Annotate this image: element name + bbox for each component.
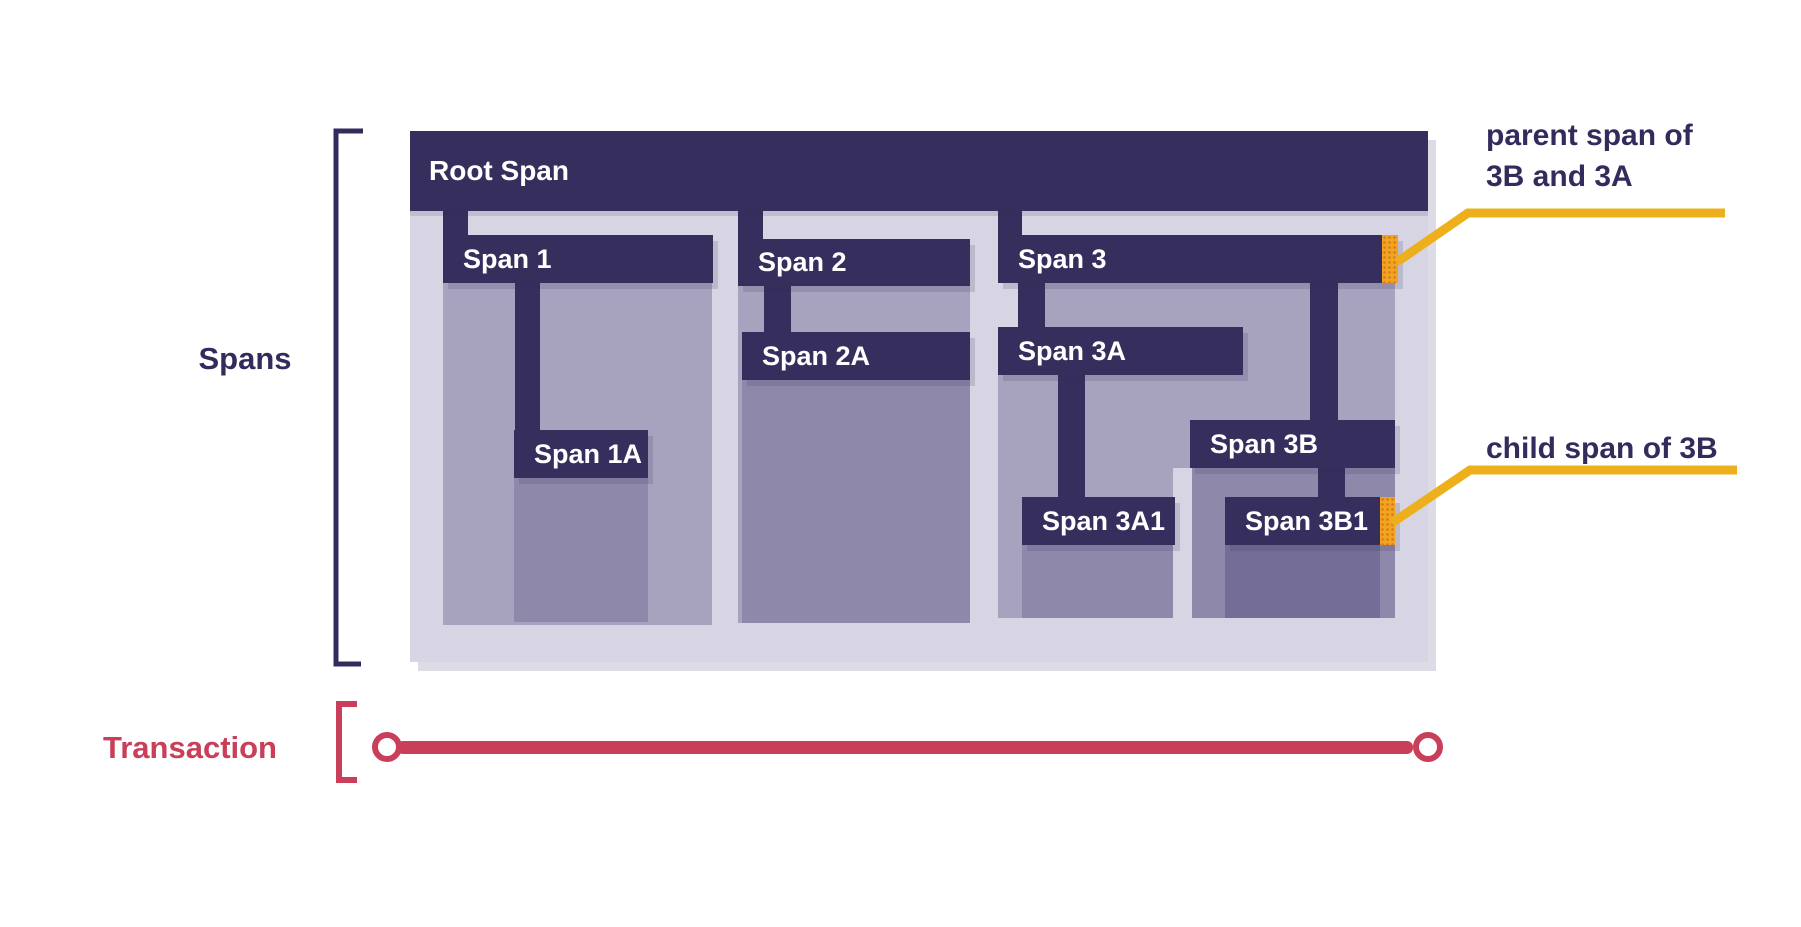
span-bar-span3a1: Span 3A1 [1022,497,1175,545]
span-label-span1a: Span 1A [534,438,643,469]
parent-callout-line [1394,208,1725,266]
connector-span3-to-span3b [1310,283,1338,422]
connector-span3-to-span3a [1018,283,1045,329]
span-bar-span1a: Span 1A [514,430,648,478]
annotation-child-span: child span of 3B [1486,432,1718,465]
span-bar-span3b: Span 3B [1190,420,1395,468]
child-callout-line [1389,465,1737,527]
transaction-timeline [397,741,1413,754]
span-label-span2a: Span 2A [762,340,871,371]
span-label-span2: Span 2 [758,247,847,277]
span-bar-span2: Span 2 [738,239,970,286]
transaction-start-marker [372,732,402,762]
connector-span3b-to-span3b1 [1318,468,1345,499]
span-label-root: Root Span [429,155,569,186]
transaction-end-marker [1413,732,1443,762]
annotation-parent-span: parent span of 3B and 3A [1486,115,1693,197]
span-bar-span3b1: Span 3B1 [1225,497,1395,545]
duration-span-2a [742,334,970,623]
highlight-marker-span3 [1382,235,1398,283]
connector-span1-to-span1a [515,283,540,432]
span-bar-span3: Span 3 [998,235,1398,283]
span-bar-span2a: Span 2A [742,332,970,380]
highlight-marker-span3b1 [1380,497,1395,545]
span-label-span3b: Span 3B [1210,428,1319,459]
transaction-section-label: Transaction [103,730,277,765]
span-bar-span3a: Span 3A [998,327,1243,375]
span-label-span3: Span 3 [1018,243,1107,274]
annotation-parent-line2: 3B and 3A [1486,160,1633,193]
connector-root-to-span3 [998,211,1022,237]
span-bar-root: Root Span [410,131,1428,211]
trace-container: Root Span Span 1 Span 1A Span 2 [410,131,1428,662]
connector-root-to-span1 [443,211,468,237]
transaction-bracket [336,701,357,783]
span-label-span1: Span 1 [463,243,552,274]
connector-span3a-to-span3a1 [1058,375,1085,499]
span-label-span3b1: Span 3B1 [1245,505,1369,536]
span-label-span3a1: Span 3A1 [1042,505,1166,536]
spans-section-label: Spans [198,341,292,376]
span-label-span3a: Span 3A [1018,335,1127,366]
spans-bracket [333,128,363,667]
span-bar-span1: Span 1 [443,235,713,283]
annotation-parent-line1: parent span of [1486,119,1693,152]
connector-span2-to-span2a [764,286,791,334]
connector-root-to-span2 [738,211,763,241]
